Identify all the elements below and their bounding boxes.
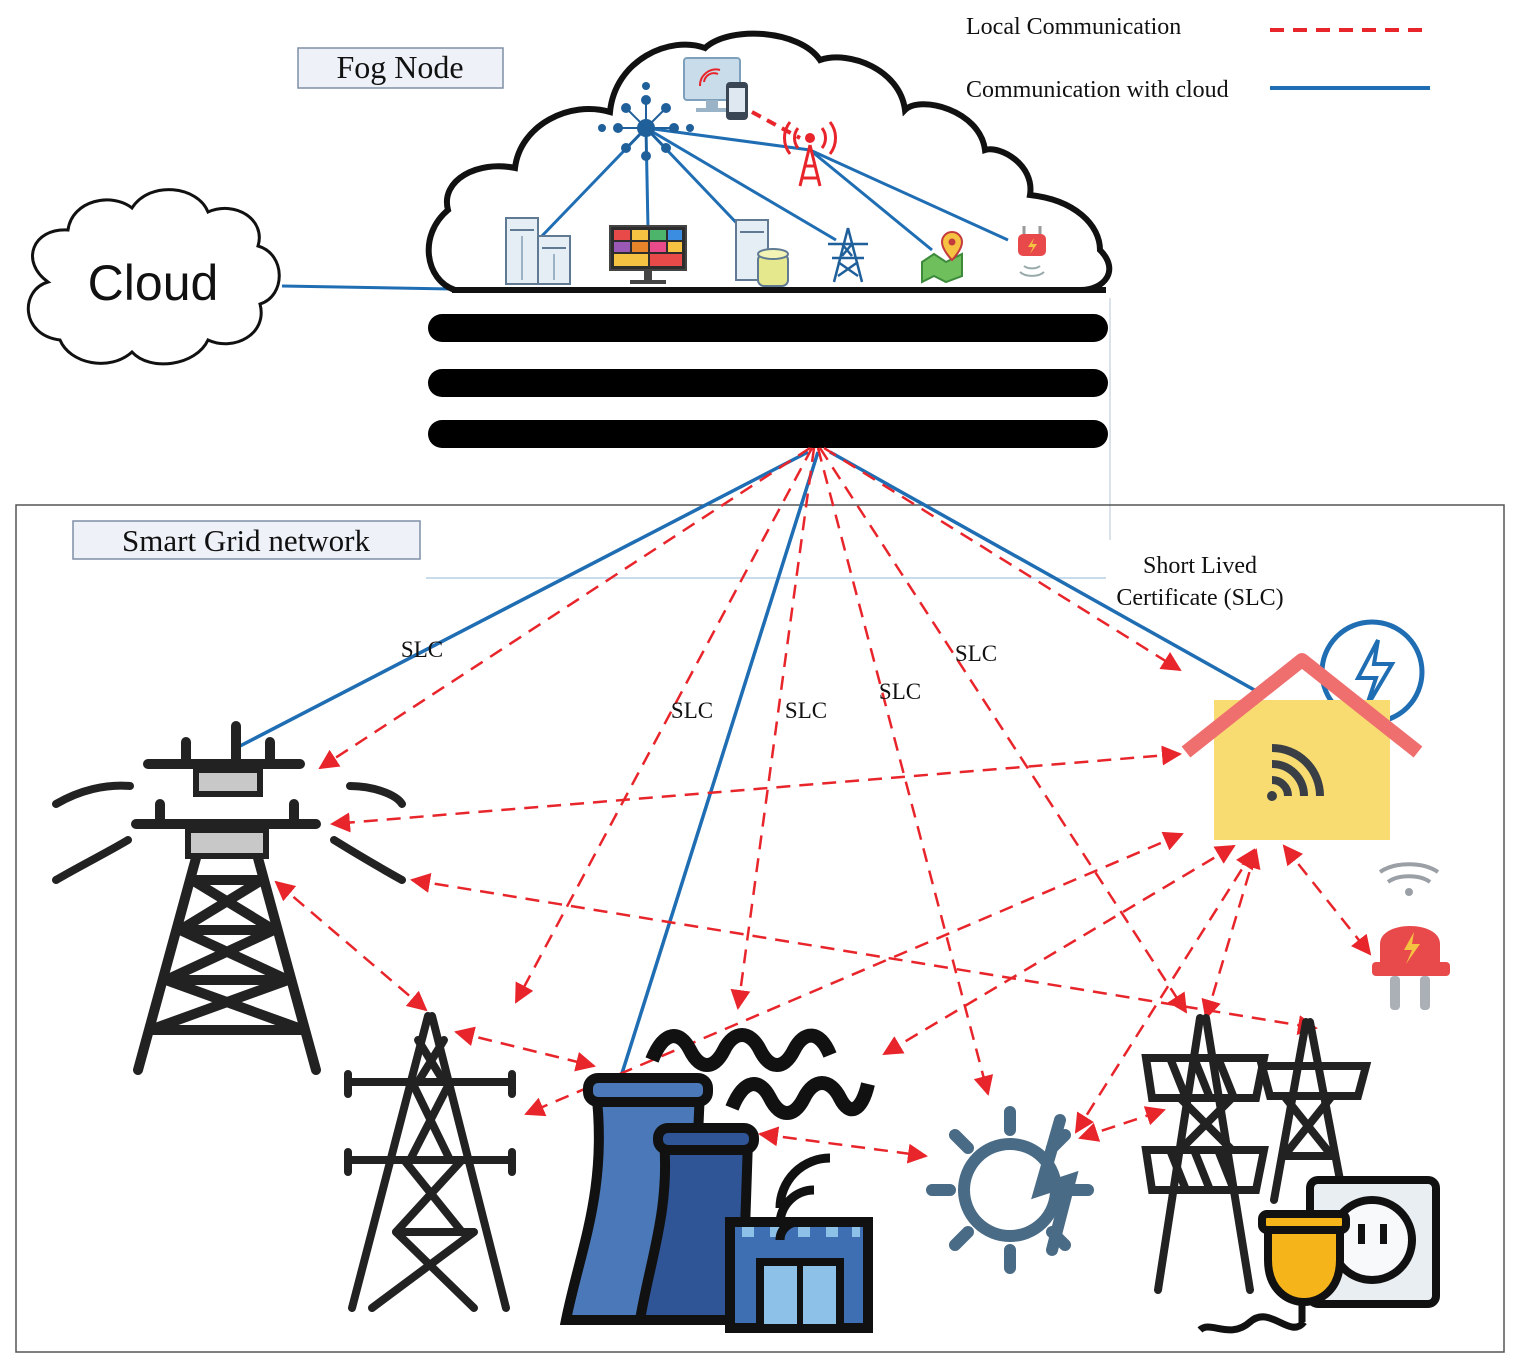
legend-cloud-label: Communication with cloud xyxy=(966,77,1229,103)
slc-edge-labels: SLC SLC SLC SLC SLC xyxy=(401,637,997,723)
local-communication-links xyxy=(274,446,1372,1164)
cloud-shape: Cloud xyxy=(26,188,281,366)
server-rack-icon xyxy=(505,217,571,285)
smart-grid-frame xyxy=(15,504,1505,1353)
wireless-computer-icon xyxy=(683,57,748,120)
slc-label-4: SLC xyxy=(879,679,921,704)
smart-plug-icon xyxy=(1018,226,1046,277)
smart-grid-label: Smart Grid network xyxy=(122,523,370,558)
slc-label-1: SLC xyxy=(401,637,443,662)
fog-node-bars xyxy=(426,298,1111,579)
cloud-to-fog-link xyxy=(281,284,453,291)
twin-towers-icon xyxy=(1141,1014,1372,1294)
map-location-icon xyxy=(921,230,964,284)
slc-note-line2: Certificate (SLC) xyxy=(1116,585,1283,611)
sun-energy-icon xyxy=(926,1106,1094,1274)
fog-node-label: Fog Node xyxy=(336,49,463,85)
smart-alarm-plug-icon xyxy=(1372,862,1450,1010)
database-server-icon xyxy=(735,219,789,287)
antenna-tower-icon xyxy=(783,121,837,187)
fog-cloud xyxy=(425,30,1113,293)
small-pylon-icon xyxy=(828,227,868,283)
legend: Local Communication Communication with c… xyxy=(966,14,1430,103)
dashboard-monitor-icon xyxy=(609,225,687,284)
legend-local-label: Local Communication xyxy=(966,14,1181,40)
slc-label-3: SLC xyxy=(785,698,827,723)
network-hub-icon xyxy=(598,82,694,161)
slc-label-5: SLC xyxy=(955,641,997,666)
smart-home-icon xyxy=(1181,619,1425,840)
power-plant-icon xyxy=(559,1028,875,1333)
slc-label-2: SLC xyxy=(671,698,713,723)
smart-grid-label-box: Smart Grid network xyxy=(72,520,421,560)
cloud-label: Cloud xyxy=(88,255,219,311)
large-transmission-tower-icon xyxy=(52,721,406,1075)
medium-transmission-tower-icon xyxy=(344,1012,516,1312)
slc-note-line1: Short Lived xyxy=(1143,553,1257,579)
socket-plug-icon xyxy=(1197,1176,1440,1334)
fog-node-label-box: Fog Node xyxy=(297,47,504,89)
slc-note: Short Lived Certificate (SLC) xyxy=(1116,553,1283,611)
